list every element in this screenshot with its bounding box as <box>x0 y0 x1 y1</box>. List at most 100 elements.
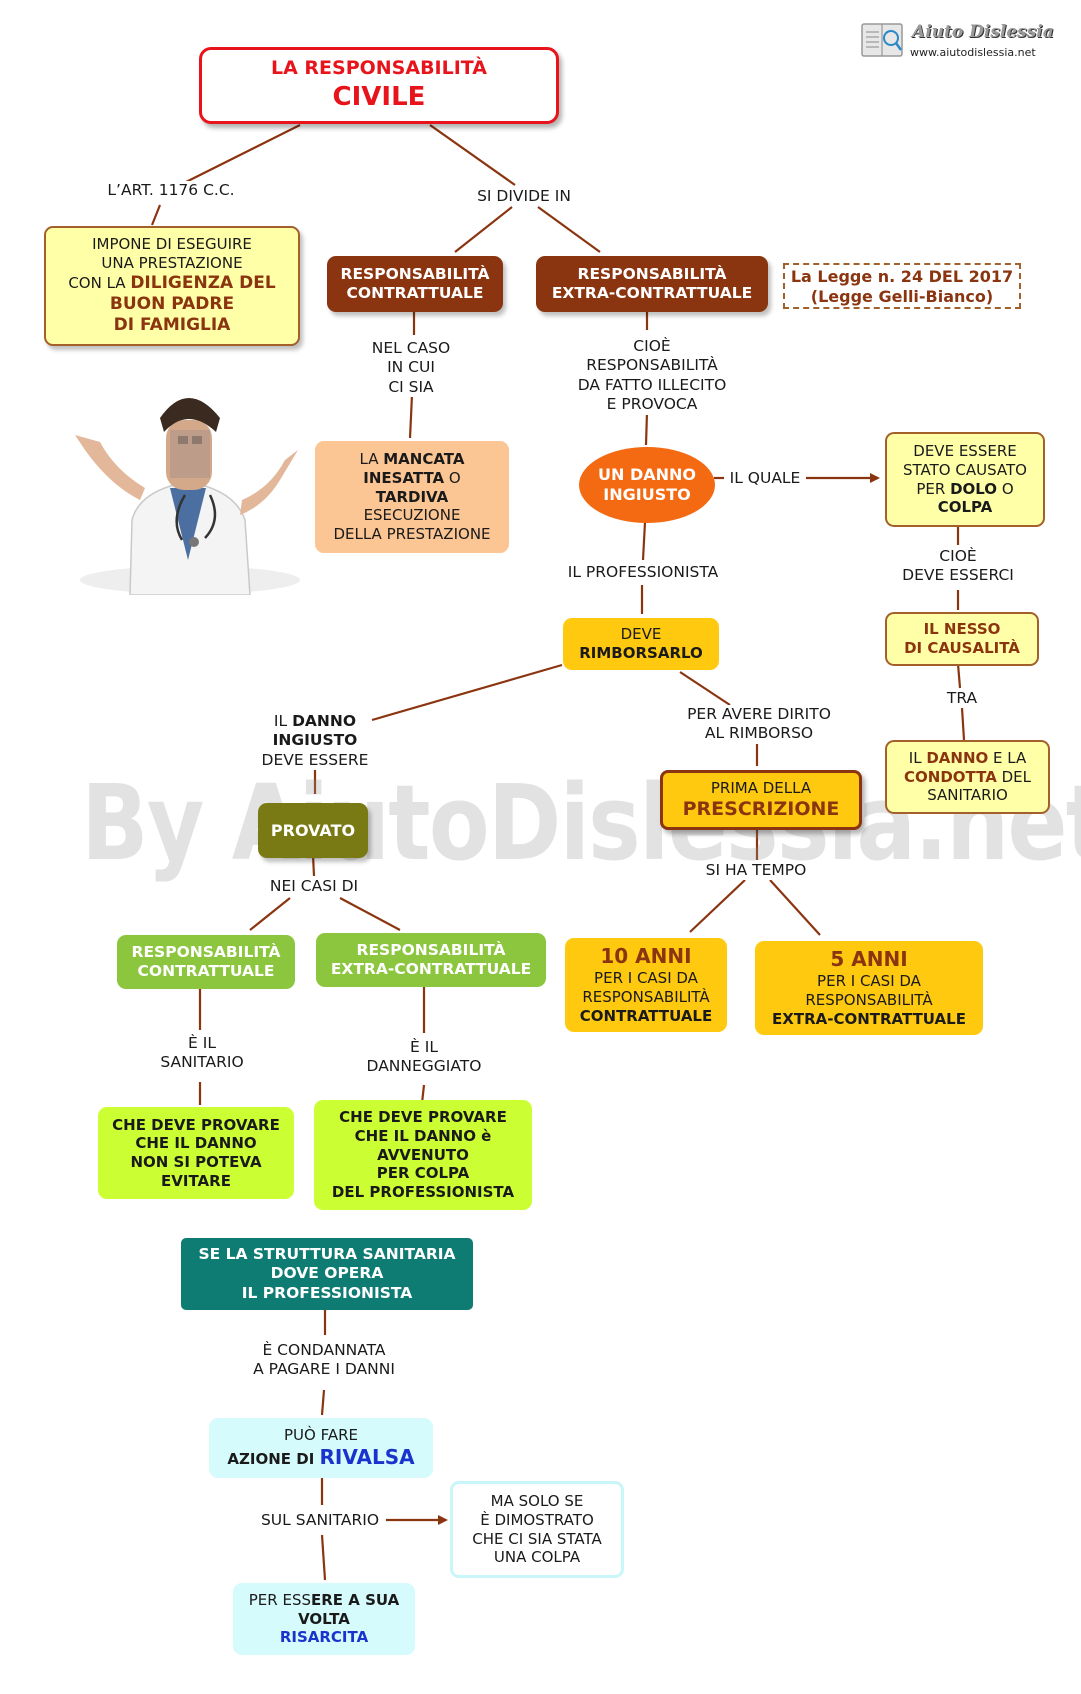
node-line: CHE IL DANNO <box>135 1134 257 1153</box>
colpa-box: MA SOLO SE È DIMOSTRATO CHE CI SIA STATA… <box>450 1481 624 1578</box>
node-line: È DIMOSTRATO <box>480 1510 594 1529</box>
node-text: RIVALSA <box>319 1444 415 1469</box>
node-line: UNA COLPA <box>493 1548 581 1567</box>
node-line: EXTRA-CONTRATTUALE <box>330 960 532 978</box>
link-label-tra: TRA <box>943 689 981 709</box>
node-line: NON SI POTEVA <box>130 1153 262 1171</box>
connector <box>408 394 414 439</box>
node-line: RIMBORSARLO <box>579 644 703 662</box>
connector <box>641 521 647 561</box>
connector <box>249 897 291 931</box>
node-line: RESPONSABILITÀ <box>805 991 933 1010</box>
link-label-quale: IL QUALE <box>726 469 804 489</box>
node-line: PER I CASI DA <box>817 972 921 991</box>
link-line: DANNEGGIATO <box>366 1057 482 1076</box>
legge-note: La Legge n. 24 DEL 2017 (Legge Gelli-Bia… <box>783 263 1021 309</box>
node-text: LA <box>359 450 384 469</box>
node-text: MANCATA <box>383 450 465 469</box>
impone-line: CON LA DILIGENZA DEL <box>68 273 275 294</box>
node-text: DANNO <box>926 748 989 767</box>
link-text: DANNO <box>292 712 357 730</box>
node-text: PER ESS <box>248 1590 311 1609</box>
provato-box: PROVATO <box>258 803 368 858</box>
node-line: DELLA PRESTAZIONE <box>333 525 491 544</box>
node-line: IL NESSO <box>923 620 1001 639</box>
prescrizione-box: PRIMA DELLA PRESCRIZIONE <box>660 770 862 830</box>
connector <box>537 206 601 253</box>
node-line: 5 ANNI <box>830 947 908 972</box>
node-line: STATO CAUSATO <box>903 460 1027 479</box>
node-line: VOLTA <box>298 1609 350 1628</box>
doctor-illustration <box>75 398 300 595</box>
cinque-anni-box: 5 ANNI PER I CASI DA RESPONSABILITÀ EXTR… <box>755 941 983 1035</box>
link-line: DEVE ESSERCI <box>902 566 1014 585</box>
link-label-hatempo: SI HA TEMPO <box>702 861 810 881</box>
node-text: PER <box>916 479 951 498</box>
rimborsarlo-box: DEVE RIMBORSARLO <box>563 618 719 670</box>
node-line: DEVE <box>620 625 662 644</box>
link-line: IN CUI <box>387 358 435 377</box>
node-line: IL PROFESSIONISTA <box>241 1283 413 1302</box>
node-text: O <box>997 479 1014 498</box>
connector <box>179 124 301 186</box>
node-text: E LA <box>988 748 1027 767</box>
node-line: PER ESSERE A SUA <box>249 1591 399 1610</box>
node-text: IL <box>908 748 927 767</box>
node-line: (Legge Gelli-Bianco) <box>810 287 994 306</box>
impone-highlight: BUON PADRE <box>109 294 235 315</box>
nesso-box: IL NESSO DI CAUSALITÀ <box>885 612 1039 666</box>
logo-url: www.aiutodislessia.net <box>910 46 1036 59</box>
connector <box>454 206 513 253</box>
node-text: CONDOTTA <box>904 767 997 786</box>
node-line: DOVE OPERA <box>270 1264 384 1283</box>
link-line: E PROVOCA <box>606 395 698 414</box>
link-label-sulsan: SUL SANITARIO <box>257 1511 383 1531</box>
connector <box>311 854 316 877</box>
link-line: NEL CASO <box>371 339 451 357</box>
node-line: CHE IL DANNO è <box>354 1126 492 1145</box>
node-line: INESATTA O <box>363 469 460 488</box>
node-text: ERE A SUA <box>311 1590 400 1609</box>
link-label-art: L’ART. 1176 C.C. <box>104 181 238 201</box>
logo-name: Aiuto Dislessia <box>912 22 1054 42</box>
node-line: CONTRATTUALE <box>137 962 275 980</box>
prova-danneggiato-box: CHE DEVE PROVARE CHE IL DANNO è AVVENUTO… <box>314 1100 532 1210</box>
connector <box>956 663 962 689</box>
impone-line: UNA PRESTAZIONE <box>101 254 243 273</box>
link-label-divide: SI DIVIDE IN <box>474 187 574 207</box>
link-line: DA FATTO ILLECITO <box>577 375 727 394</box>
link-label-cioe: CIOÈ RESPONSABILITÀ DA FATTO ILLECITO E … <box>574 337 730 415</box>
link-line: SANITARIO <box>160 1053 244 1072</box>
node-line: DI CAUSALITÀ <box>904 639 1020 657</box>
node-line: PRIMA DELLA <box>710 778 812 797</box>
struttura-box: SE LA STRUTTURA SANITARIA DOVE OPERA IL … <box>181 1238 473 1310</box>
dieci-anni-box: 10 ANNI PER I CASI DA RESPONSABILITÀ CON… <box>565 938 727 1032</box>
risarcita-box: PER ESSERE A SUA VOLTA RISARCITA <box>233 1583 415 1655</box>
node-line: LA MANCATA <box>360 450 465 469</box>
node-line: EXTRA-CONTRATTUALE <box>551 284 753 302</box>
node-line: RISARCITA <box>279 1628 369 1647</box>
link-line: CIOÈ <box>633 337 671 355</box>
link-line: A PAGARE I DANNI <box>253 1360 395 1379</box>
link-line: DEVE ESSERE <box>261 750 369 769</box>
node-line: TARDIVA <box>375 487 449 506</box>
link-line: CI SIA <box>388 377 434 396</box>
link-label-ildanno: IL DANNO INGIUSTO DEVE ESSERE <box>258 712 372 771</box>
node-text: INESATTA <box>363 468 445 487</box>
node-line: SANITARIO <box>927 786 1008 805</box>
link-label-eildan: È IL DANNEGGIATO <box>363 1038 485 1077</box>
connector <box>769 879 821 936</box>
connector <box>150 204 162 226</box>
node-line: 10 ANNI <box>600 944 692 969</box>
link-line: CIOÈ <box>939 547 977 565</box>
connector <box>960 707 966 741</box>
link-line: IL DANNO <box>262 712 369 731</box>
node-line: PER DOLO O <box>916 480 1013 499</box>
node-line: PER COLPA <box>376 1164 470 1183</box>
title-line1: LA RESPONSABILITÀ <box>270 57 487 80</box>
node-line: DEL PROFESSIONISTA <box>331 1183 515 1202</box>
link-line: INGIUSTO <box>272 731 358 750</box>
danno-ingiusto-ellipse: UN DANNO INGIUSTO <box>579 447 715 523</box>
connector <box>320 1389 326 1416</box>
